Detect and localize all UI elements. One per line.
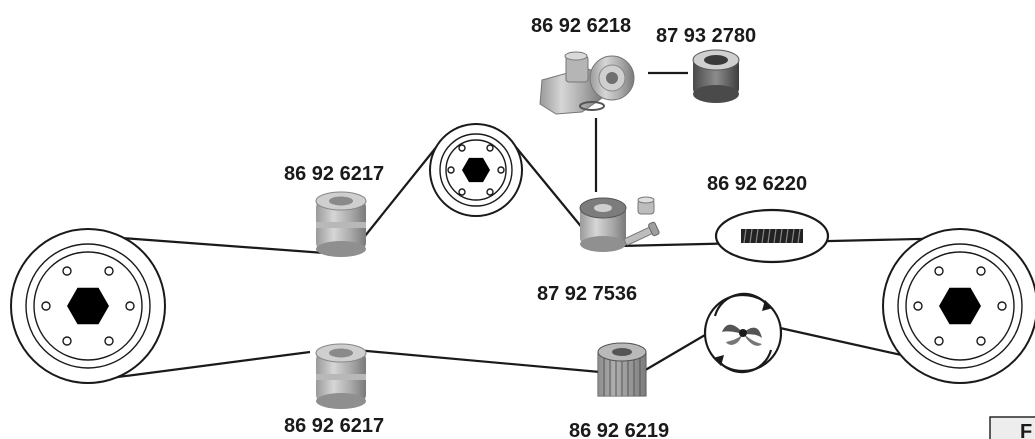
idler-upper-image xyxy=(315,191,367,257)
upper-hex-icon xyxy=(462,157,490,183)
label-idler-lower: 86 92 6217 xyxy=(284,415,384,437)
tensioner-assembly-image xyxy=(539,51,635,115)
label-crank-gear: 86 92 6219 xyxy=(569,420,669,439)
belt-callout xyxy=(714,208,830,264)
left-hex-icon xyxy=(67,287,109,325)
right-hex-icon xyxy=(939,287,981,325)
label-timing-belt: 86 92 6220 xyxy=(707,173,807,195)
crank-gear-image xyxy=(597,342,647,397)
svg-text:F: F xyxy=(1020,421,1032,439)
right-sprocket xyxy=(882,228,1035,384)
bearing-image xyxy=(692,49,740,103)
label-tensioner-pulley: 87 92 7536 xyxy=(537,283,637,305)
corner-tab: F xyxy=(989,416,1035,439)
belt-route xyxy=(94,71,961,382)
tensioner-pulley-image xyxy=(579,196,660,252)
idler-lower-image xyxy=(315,343,367,409)
label-idler-upper: 86 92 6217 xyxy=(284,163,384,185)
belt-segment-icon xyxy=(741,228,803,244)
water-pump-icon xyxy=(703,292,783,374)
label-tensioner-bearing: 87 93 2780 xyxy=(656,25,756,47)
left-sprocket xyxy=(10,228,166,384)
upper-pulley xyxy=(429,123,523,217)
label-tensioner-assembly: 86 92 6218 xyxy=(531,15,631,37)
